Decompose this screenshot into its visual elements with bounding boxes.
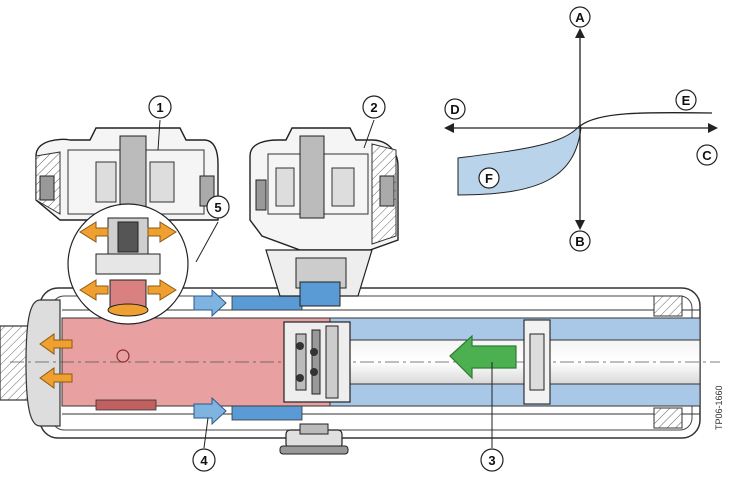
curve-line-e xyxy=(579,111,713,127)
callout-1: 1 xyxy=(148,95,172,151)
blue-arrow-upper xyxy=(193,288,227,318)
callout-4-label: 4 xyxy=(200,453,208,468)
port-hole xyxy=(116,349,130,363)
label-c: C xyxy=(702,148,712,163)
arrow-up-head xyxy=(575,28,585,38)
bottom-mount xyxy=(279,423,349,455)
callout-5-label: 5 xyxy=(214,200,221,215)
curve-fill-area-f xyxy=(457,123,582,196)
inflow-arrows xyxy=(193,288,227,426)
callout-1-label: 1 xyxy=(156,100,163,115)
label-a-callout: A xyxy=(569,6,591,28)
label-e: E xyxy=(682,93,691,108)
orange-arrow-left-bottom xyxy=(39,367,73,389)
rod-guide xyxy=(523,295,683,429)
arrow-right-head xyxy=(708,123,718,133)
arrow-down-head xyxy=(575,220,585,230)
arrow-left-head xyxy=(444,123,454,133)
piston-assembly xyxy=(283,321,351,403)
label-c-callout: C xyxy=(696,144,718,166)
outflow-arrows-valve-1 xyxy=(79,221,177,301)
lower-passage xyxy=(231,405,303,421)
label-d: D xyxy=(450,102,459,117)
callout-2: 2 xyxy=(362,95,386,149)
label-f-callout: F xyxy=(478,167,500,189)
characteristic-graph: A B C D E F xyxy=(444,6,718,252)
callout-2-label: 2 xyxy=(370,100,377,115)
orange-arrow-left-top xyxy=(39,333,73,355)
label-a: A xyxy=(575,10,585,25)
orange-arrow-lower-left xyxy=(79,279,109,301)
orange-arrow-lower-right xyxy=(147,279,177,301)
label-d-callout: D xyxy=(444,98,466,120)
valve-2-housing xyxy=(249,127,399,307)
valve-1-magnifier xyxy=(67,203,189,325)
left-end-cap xyxy=(25,299,61,427)
blue-arrow-lower xyxy=(193,396,227,426)
label-e-callout: E xyxy=(675,89,697,111)
callout-5: 5 xyxy=(195,195,230,263)
label-b: B xyxy=(575,234,584,249)
green-flow-arrow xyxy=(449,334,517,380)
label-f: F xyxy=(485,171,493,186)
callout-4: 4 xyxy=(192,417,216,472)
valve-1-housing xyxy=(35,127,219,221)
orange-arrow-upper-right xyxy=(147,221,177,243)
label-b-callout: B xyxy=(569,230,591,252)
upper-passage xyxy=(231,295,303,311)
figure-code: TP06-1660 xyxy=(714,385,724,430)
callout-3: 3 xyxy=(480,362,504,472)
callout-3-label: 3 xyxy=(488,453,495,468)
orange-arrow-upper-left xyxy=(79,221,109,243)
outflow-arrows-left-end xyxy=(39,333,73,389)
